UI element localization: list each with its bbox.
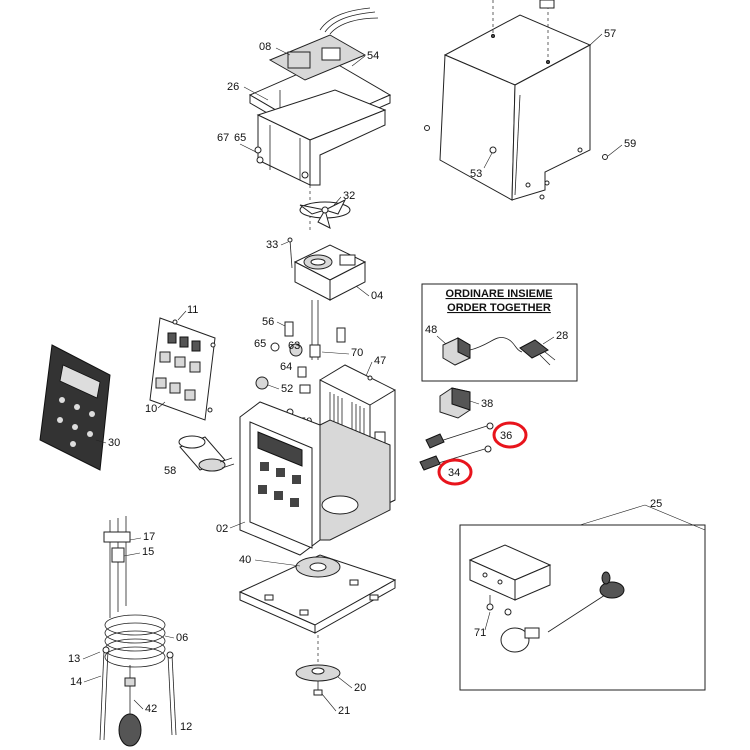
part-34: [419, 445, 492, 471]
part-label-42: 42: [145, 703, 157, 715]
order-together-box: ORDINARE INSIEME ORDER TOGETHER: [421, 283, 578, 382]
part-label-40: 40: [239, 554, 251, 566]
part-label-65-mid: 65: [254, 338, 266, 350]
part-label-32: 32: [343, 190, 355, 202]
part-label-06: 06: [176, 632, 188, 644]
front-panel-02: [239, 401, 391, 556]
part-label-52: 52: [281, 383, 293, 395]
part-label-02: 02: [216, 523, 228, 535]
part-36: [425, 422, 494, 449]
part-label-14: 14: [70, 676, 82, 688]
part-label-11: 11: [187, 304, 198, 316]
part-label-21: 21: [338, 705, 350, 717]
highlight-circle-34: [437, 458, 473, 486]
part-label-33: 33: [266, 239, 278, 251]
part-label-47: 47: [374, 355, 386, 367]
part-label-08: 08: [259, 41, 271, 53]
float-sensor-42: [118, 665, 142, 747]
part-label-34: 34: [448, 467, 460, 479]
part-label-10: 10: [145, 403, 157, 415]
part-label-38: 38: [481, 398, 493, 410]
part-label-70: 70: [351, 347, 363, 359]
kit-25-box: [459, 504, 706, 691]
part-label-63: 63: [288, 340, 300, 352]
part-label-48: 48: [425, 324, 437, 336]
part-label-67: 67: [217, 132, 229, 144]
part-label-53: 53: [470, 168, 482, 180]
part-38: [439, 387, 471, 419]
part-label-17: 17: [143, 531, 155, 543]
part-label-20: 20: [354, 682, 366, 694]
order-box-title-it: ORDINARE INSIEME: [446, 288, 553, 300]
part-label-28: 28: [556, 330, 568, 342]
part-label-25: 25: [650, 498, 662, 510]
part-label-71: 71: [474, 627, 486, 639]
capacitor-58: [178, 435, 235, 472]
part-label-64: 64: [280, 361, 292, 373]
part-label-59: 59: [624, 138, 636, 150]
part-label-26: 26: [227, 81, 239, 93]
part-label-12: 12: [180, 721, 192, 733]
rods-13-14-12: [99, 646, 177, 741]
heating-element-06: [103, 516, 166, 668]
keypad-board-10: [149, 317, 216, 421]
base-plate-40: [238, 554, 397, 665]
part-label-65-top: 65: [234, 132, 246, 144]
part-label-04: 04: [371, 290, 383, 302]
part-label-54: 54: [367, 50, 379, 62]
top-cover-57: [424, 0, 608, 201]
part-label-36: 36: [500, 430, 512, 442]
part-label-15: 15: [142, 546, 154, 558]
part-label-30: 30: [108, 437, 120, 449]
foot-20: [295, 664, 341, 696]
order-box-title-en: ORDER TOGETHER: [447, 302, 551, 314]
pump-04: [287, 237, 367, 360]
front-label-panel-30: [39, 344, 111, 471]
control-board-assembly: [248, 7, 392, 230]
highlight-circle-36: [492, 421, 528, 449]
part-label-56: 56: [262, 316, 274, 328]
part-label-13: 13: [68, 653, 80, 665]
part-label-57: 57: [604, 28, 616, 40]
fan-32: [299, 198, 351, 229]
part-label-58: 58: [164, 465, 176, 477]
